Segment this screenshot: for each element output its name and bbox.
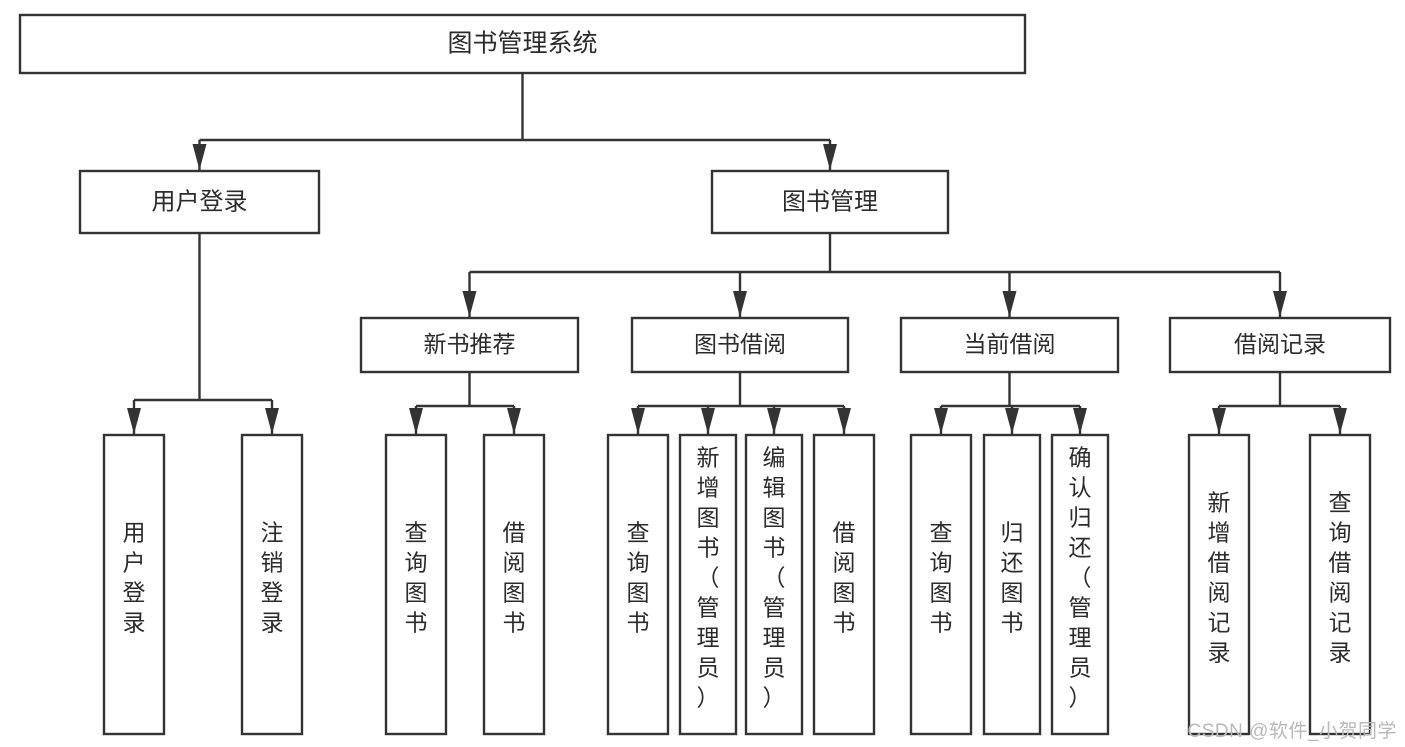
node-l3-borrow-record[interactable]: 借阅记录: [1168, 316, 1392, 374]
node-l2-user-login-label: 用户登录: [152, 188, 248, 215]
node-leaf-query-borrow-record-label: 查询借阅记录: [1329, 490, 1352, 666]
node-leaf-borrow-book-1[interactable]: 借阅图书: [482, 433, 546, 736]
arrow-head-icon: [934, 408, 948, 434]
node-leaf-user-logout[interactable]: 注销登录: [240, 433, 304, 736]
node-l2-book-manage[interactable]: 图书管理: [710, 169, 950, 235]
connector-layer: [127, 73, 1347, 434]
node-l3-current-borrow-box: [899, 316, 1120, 374]
node-leaf-add-book-admin-box: [678, 433, 738, 736]
node-l3-borrow-record-box: [1168, 316, 1392, 374]
watermark-text: CSDN @软件_小贺同学: [1187, 721, 1397, 742]
node-leaf-add-book-admin[interactable]: 新增图书（管理员）: [678, 433, 738, 736]
arrow-head-icon: [1005, 408, 1019, 434]
arrow-head-icon: [733, 291, 747, 317]
node-root-root-box: [18, 13, 1027, 75]
node-leaf-return-book-label: 归还图书: [1001, 520, 1024, 636]
arrow-head-icon: [127, 408, 141, 434]
node-l2-user-login[interactable]: 用户登录: [78, 169, 321, 235]
node-leaf-add-borrow-record-label: 新增借阅记录: [1208, 490, 1231, 666]
node-root-root-label: 图书管理系统: [447, 30, 597, 58]
node-leaf-query-book-1-label: 查询图书: [405, 520, 428, 636]
arrow-head-icon: [1333, 408, 1347, 434]
node-l2-book-manage-label: 图书管理: [782, 188, 878, 215]
node-leaf-user-login-do-box: [102, 433, 166, 736]
arrow-head-icon: [192, 144, 207, 170]
arrow-head-icon: [1002, 291, 1017, 317]
node-l3-book-borrow[interactable]: 图书借阅: [630, 316, 850, 374]
node-leaf-add-book-admin-label: 新增图书（管理员）: [697, 445, 720, 711]
node-leaf-borrow-book-2-label: 借阅图书: [833, 520, 856, 636]
node-leaf-query-book-3-label: 查询图书: [930, 520, 953, 636]
node-leaf-edit-book-admin-label: 编辑图书（管理员）: [763, 445, 786, 711]
node-leaf-query-book-1-box: [384, 433, 448, 736]
arrow-head-icon: [507, 408, 521, 434]
node-l2-book-manage-box: [710, 169, 950, 235]
node-leaf-borrow-book-1-box: [482, 433, 546, 736]
arrow-head-icon: [1273, 291, 1287, 317]
node-leaf-borrow-book-2[interactable]: 借阅图书: [812, 433, 876, 736]
arrow-head-icon: [823, 144, 837, 170]
node-leaf-confirm-return-admin-label: 确认归还（管理员）: [1069, 445, 1092, 711]
node-leaf-confirm-return-admin-box: [1050, 433, 1110, 736]
node-leaf-query-book-2-label: 查询图书: [627, 520, 650, 636]
node-l3-borrow-record-label: 借阅记录: [1234, 331, 1326, 357]
node-leaf-return-book-box: [982, 433, 1042, 736]
node-leaf-edit-book-admin-box: [744, 433, 804, 736]
arrow-head-icon: [701, 408, 715, 434]
node-leaf-user-logout-label: 注销登录: [261, 520, 284, 636]
node-leaf-borrow-book-2-box: [812, 433, 876, 736]
node-leaf-user-logout-box: [240, 433, 304, 736]
node-l3-book-borrow-box: [630, 316, 850, 374]
node-leaf-query-book-3[interactable]: 查询图书: [909, 433, 973, 736]
arrow-head-icon: [462, 291, 477, 317]
node-l3-book-borrow-label: 图书借阅: [694, 331, 786, 357]
node-leaf-add-borrow-record-box: [1187, 433, 1251, 736]
node-leaf-user-login-do-label: 用户登录: [123, 520, 146, 636]
node-l3-new-book-recommend-box: [359, 316, 580, 374]
arrow-head-icon: [265, 408, 279, 434]
node-leaf-query-borrow-record[interactable]: 查询借阅记录: [1308, 433, 1372, 736]
node-l3-new-book-recommend-label: 新书推荐: [424, 331, 516, 357]
arrow-head-icon: [631, 408, 645, 434]
node-leaf-query-book-1[interactable]: 查询图书: [384, 433, 448, 736]
arrow-head-icon: [1073, 408, 1087, 434]
node-l2-user-login-box: [78, 169, 321, 235]
node-leaf-query-book-3-box: [909, 433, 973, 736]
node-leaf-borrow-book-1-label: 借阅图书: [503, 520, 526, 636]
node-root-root[interactable]: 图书管理系统: [18, 13, 1027, 75]
node-l3-current-borrow[interactable]: 当前借阅: [899, 316, 1120, 374]
node-l3-current-borrow-label: 当前借阅: [964, 331, 1056, 357]
node-leaf-query-borrow-record-box: [1308, 433, 1372, 736]
node-leaf-query-book-2-box: [606, 433, 670, 736]
arrow-head-icon: [837, 408, 851, 434]
node-leaf-query-book-2[interactable]: 查询图书: [606, 433, 670, 736]
node-l3-new-book-recommend[interactable]: 新书推荐: [359, 316, 580, 374]
node-leaf-add-borrow-record[interactable]: 新增借阅记录: [1187, 433, 1251, 736]
node-leaf-return-book[interactable]: 归还图书: [982, 433, 1042, 736]
arrow-head-icon: [767, 408, 781, 434]
node-leaf-user-login-do[interactable]: 用户登录: [102, 433, 166, 736]
node-layer: 图书管理系统用户登录图书管理新书推荐图书借阅当前借阅借阅记录用户登录注销登录查询…: [18, 13, 1392, 736]
arrow-head-icon: [409, 408, 423, 434]
node-leaf-edit-book-admin[interactable]: 编辑图书（管理员）: [744, 433, 804, 736]
node-leaf-confirm-return-admin[interactable]: 确认归还（管理员）: [1050, 433, 1110, 736]
arrow-head-icon: [1212, 408, 1226, 434]
